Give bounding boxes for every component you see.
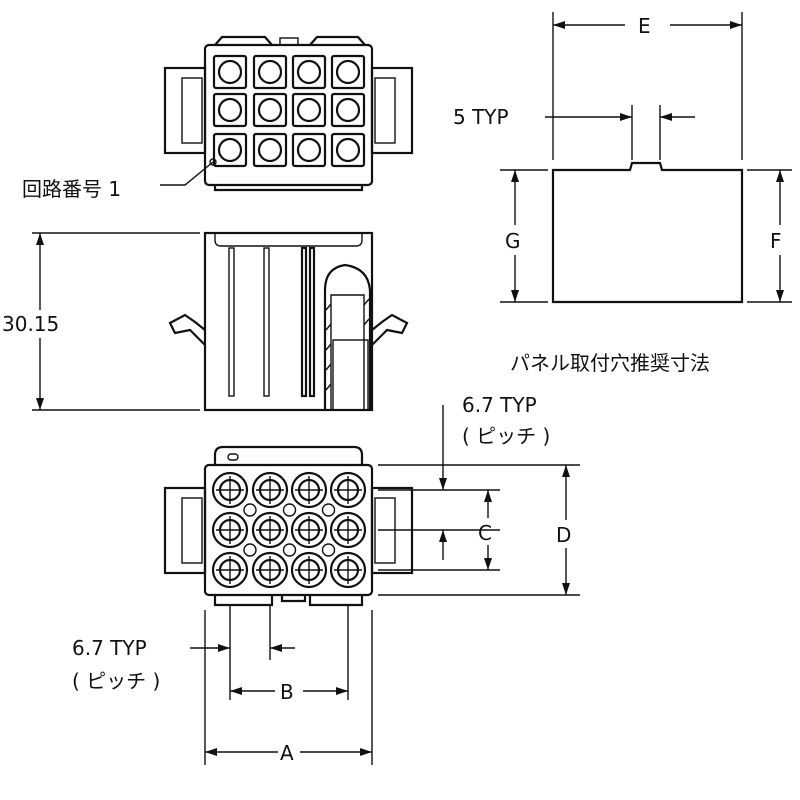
- dim-d-label: D: [556, 523, 571, 547]
- top-pin-grid: [212, 54, 366, 168]
- terminal-hole: [211, 551, 249, 589]
- terminal-hole: [329, 511, 367, 549]
- terminal-hole: [211, 511, 249, 549]
- cavity: [212, 54, 248, 90]
- terminal-hole: [251, 551, 289, 589]
- polarizing-hole: [243, 543, 257, 557]
- dim-b-label: B: [280, 680, 294, 704]
- typ5-label: 5 TYP: [453, 105, 509, 129]
- cavity: [291, 132, 327, 168]
- polarizing-hole: [321, 503, 336, 517]
- cavity: [291, 54, 327, 90]
- dim-a-label: A: [280, 741, 294, 765]
- polarizing-hole: [243, 503, 257, 517]
- cavity: [252, 92, 288, 128]
- terminal-hole: [290, 471, 328, 509]
- terminal-hole: [251, 471, 289, 509]
- bottom-view: [163, 445, 414, 607]
- cavity: [212, 92, 248, 128]
- cavity: [252, 54, 288, 90]
- circuit-number-label: 回路番号 1: [22, 177, 121, 201]
- dim-c-label: C: [478, 521, 492, 545]
- pitch-bottom-typ: 6.7 TYP: [72, 636, 147, 660]
- dim-f-label: F: [770, 229, 782, 253]
- cavity: [291, 92, 327, 128]
- terminal-hole: [290, 551, 328, 589]
- cavity: [330, 132, 366, 168]
- pitch-right-typ: 6.7 TYP: [462, 393, 537, 417]
- top-view: [163, 35, 414, 192]
- height-dimension: 30.15: [2, 312, 59, 336]
- polarizing-hole: [282, 543, 297, 557]
- polarizing-hole: [282, 503, 297, 517]
- cavity: [330, 92, 366, 128]
- polarizing-hole: [321, 543, 336, 557]
- cavity: [212, 132, 248, 168]
- panel-cutout: [551, 161, 744, 304]
- side-view: [168, 231, 409, 412]
- cavity: [252, 132, 288, 168]
- terminal-hole: [329, 551, 367, 589]
- dimension-lines: [32, 12, 792, 765]
- panel-title: パネル取付穴推奨寸法: [510, 351, 710, 375]
- terminal-hole: [290, 511, 328, 549]
- pitch-bottom-note: ( ピッチ ): [72, 669, 160, 693]
- dim-g-label: G: [505, 229, 521, 253]
- terminal-hole: [329, 471, 367, 509]
- cavity: [330, 54, 366, 90]
- bottom-pin-grid: [211, 471, 367, 589]
- terminal-hole: [251, 511, 289, 549]
- terminal-hole: [211, 471, 249, 509]
- dim-e-label: E: [638, 14, 651, 38]
- pitch-right-note: ( ピッチ ): [462, 424, 550, 448]
